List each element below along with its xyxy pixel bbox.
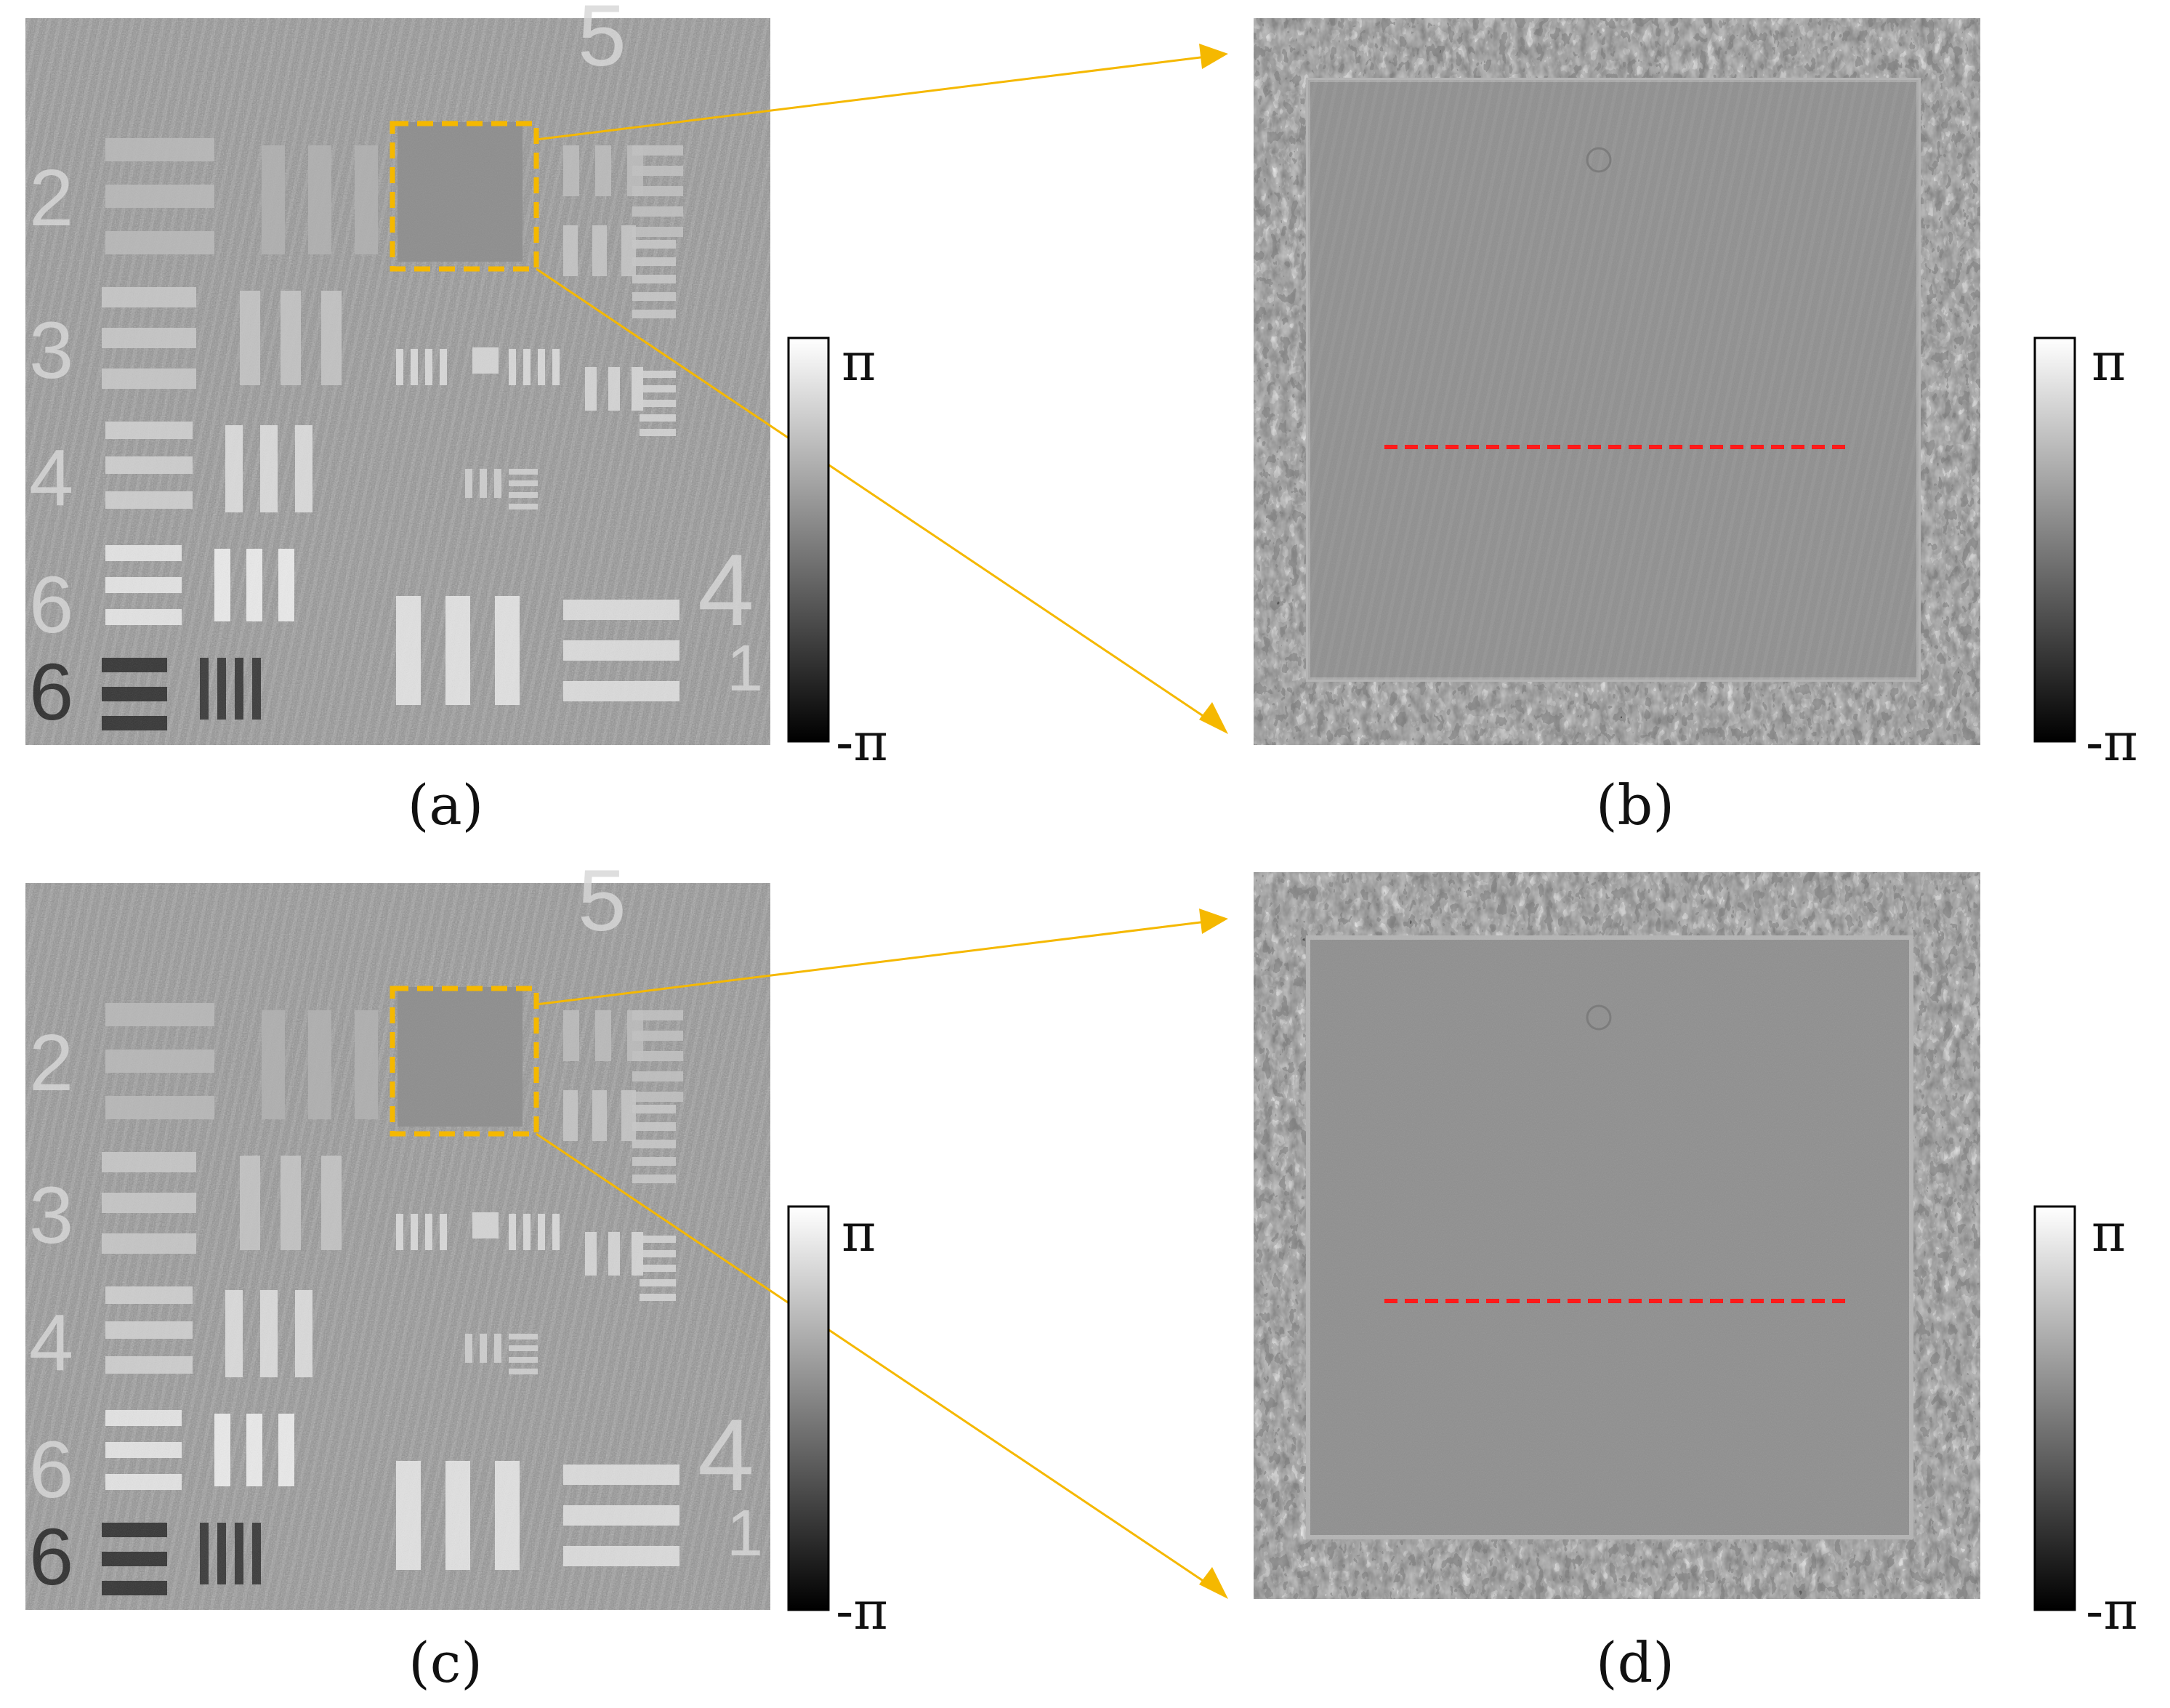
image-c-grain <box>25 883 770 1610</box>
image-b <box>1254 18 1980 745</box>
image-a-grain <box>25 18 770 745</box>
callout-arrow-bottom <box>536 267 1207 720</box>
caption-b: (b) <box>1596 773 1674 837</box>
image-c: 23456416 <box>25 852 770 1610</box>
colorbar-a-min-label: -π <box>836 712 888 773</box>
image-d-grain <box>1308 938 1911 1537</box>
colorbar-c-min-label: -π <box>836 1580 888 1641</box>
dust-ring <box>1586 147 1612 173</box>
arrowhead-bottom <box>1199 702 1228 734</box>
arrowhead-top <box>1199 909 1228 934</box>
caption-c: (c) <box>408 1630 483 1695</box>
colorbar-b-min-label: -π <box>2086 712 2138 773</box>
callout-arrow-top <box>536 920 1207 1006</box>
caption-d: (d) <box>1596 1630 1674 1695</box>
callout-c-to-d <box>390 909 1228 1599</box>
image-d <box>1254 872 1980 1599</box>
colorbar-b <box>2033 337 2076 743</box>
colorbar-d-min-label: -π <box>2086 1580 2138 1641</box>
image-b-grain <box>1308 80 1919 680</box>
colorbar-d <box>2033 1205 2076 1611</box>
callout-arrow-bottom <box>536 1132 1207 1584</box>
callout-a-to-b <box>390 44 1228 734</box>
colorbar-d-max-label: π <box>2092 1202 2126 1263</box>
colorbar-a <box>787 337 830 743</box>
roi-box <box>390 986 539 1137</box>
callout-arrow-top <box>536 55 1207 141</box>
colorbar-c-max-label: π <box>842 1202 876 1263</box>
caption-a: (a) <box>407 773 484 837</box>
arrowhead-bottom <box>1199 1567 1228 1599</box>
image-a: 23456416 <box>25 0 770 745</box>
colorbar-c <box>787 1205 830 1611</box>
colorbar-b-max-label: π <box>2092 331 2126 392</box>
arrowhead-top <box>1199 44 1228 69</box>
roi-box <box>390 121 539 272</box>
dust-ring <box>1586 1004 1612 1031</box>
colorbar-a-max-label: π <box>842 331 876 392</box>
